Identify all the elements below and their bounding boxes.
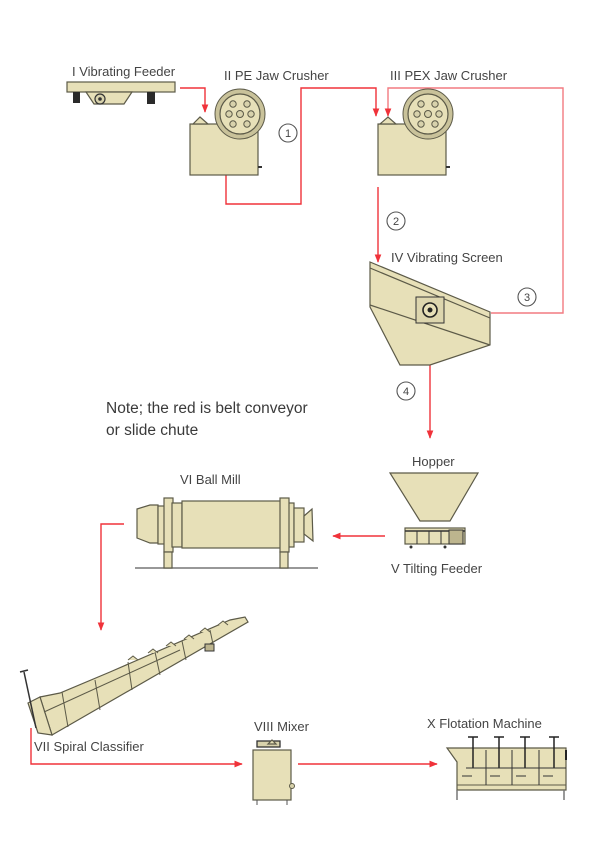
label-tilting-feeder: V Tilting Feeder xyxy=(391,561,483,576)
step-number: 2 xyxy=(393,216,399,228)
step-number: 1 xyxy=(285,128,291,140)
pe-jaw-crusher-machine xyxy=(189,88,266,176)
conveyor-screen-return xyxy=(384,87,564,314)
note-line-2: or slide chute xyxy=(106,422,198,439)
conveyor-classifier-to-mixer xyxy=(30,728,243,768)
conveyor-feeder-to-pe xyxy=(180,87,209,113)
label-pe-jaw-crusher: II PE Jaw Crusher xyxy=(224,68,329,83)
mixer-machine xyxy=(252,739,295,805)
label-mixer: VIII Mixer xyxy=(254,719,310,734)
step-marker-4: 4 xyxy=(396,381,416,401)
vibrating-feeder-machine xyxy=(66,81,176,105)
hopper-machine xyxy=(388,472,480,522)
pex-jaw-crusher-machine xyxy=(377,88,454,176)
step-number: 4 xyxy=(403,386,409,398)
step-marker-1: 1 xyxy=(278,123,298,143)
conveyor-pe-to-pex xyxy=(225,87,380,205)
label-flotation-machine: X Flotation Machine xyxy=(427,716,542,731)
vibrating-screen-machine xyxy=(369,261,491,366)
spiral-classifier-machine xyxy=(19,616,249,736)
label-vibrating-screen: IV Vibrating Screen xyxy=(391,250,503,265)
label-hopper: Hopper xyxy=(412,454,455,469)
step-number: 3 xyxy=(524,292,530,304)
flotation-machine xyxy=(445,736,567,800)
label-ball-mill: VI Ball Mill xyxy=(180,472,241,487)
label-spiral-classifier: VII Spiral Classifier xyxy=(34,739,144,754)
note-line-1: Note; the red is belt conveyor xyxy=(106,400,308,417)
ball-mill-machine xyxy=(135,497,318,569)
label-pex-jaw-crusher: III PEX Jaw Crusher xyxy=(390,68,508,83)
tilting-feeder-machine xyxy=(404,527,466,549)
conveyor-mill-to-classifier xyxy=(97,523,124,631)
conveyor-lines xyxy=(30,87,564,768)
step-marker-3: 3 xyxy=(517,287,537,307)
label-vibrating-feeder: I Vibrating Feeder xyxy=(72,64,176,79)
step-marker-2: 2 xyxy=(386,211,406,231)
